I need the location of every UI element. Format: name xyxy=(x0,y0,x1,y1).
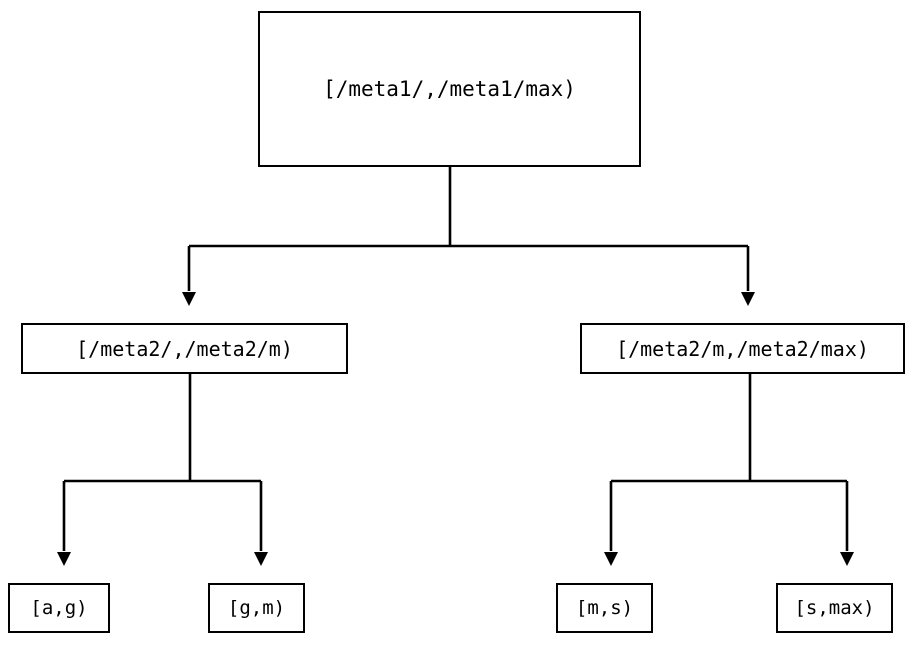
edge-root-to-mid-level xyxy=(182,167,755,306)
arrowhead-mid-left-to-leaf-g-m xyxy=(254,552,268,566)
tree-node-leaf-s-max-label: [s,max) xyxy=(794,596,875,619)
tree-node-root[interactable]: [/meta1/,/meta1/max) xyxy=(258,11,641,167)
tree-node-mid-left[interactable]: [/meta2/,/meta2/m) xyxy=(21,323,348,374)
tree-node-leaf-g-m-label: [g,m) xyxy=(227,596,286,619)
arrowhead-root-to-mid-right xyxy=(741,292,755,306)
tree-node-leaf-m-s-label: [m,s) xyxy=(575,596,634,619)
tree-node-leaf-a-g-label: [a,g) xyxy=(30,596,88,619)
tree-node-mid-left-label: [/meta2/,/meta2/m) xyxy=(76,336,293,361)
tree-node-mid-right[interactable]: [/meta2/m,/meta2/max) xyxy=(580,323,905,374)
edge-mid-right-to-leaves xyxy=(604,374,854,566)
tree-node-leaf-s-max[interactable]: [s,max) xyxy=(776,583,893,633)
arrowhead-mid-right-to-leaf-s-max xyxy=(840,552,854,566)
edge-mid-left-to-leaves xyxy=(57,374,268,566)
tree-node-leaf-m-s[interactable]: [m,s) xyxy=(556,583,653,633)
tree-node-leaf-g-m[interactable]: [g,m) xyxy=(208,583,305,633)
arrowhead-mid-left-to-leaf-a-g xyxy=(57,552,71,566)
tree-node-leaf-a-g[interactable]: [a,g) xyxy=(8,583,110,633)
tree-node-root-label: [/meta1/,/meta1/max) xyxy=(323,76,576,101)
arrowhead-root-to-mid-left xyxy=(182,292,196,306)
arrowhead-mid-right-to-leaf-m-s xyxy=(604,552,618,566)
tree-node-mid-right-label: [/meta2/m,/meta2/max) xyxy=(616,336,869,361)
